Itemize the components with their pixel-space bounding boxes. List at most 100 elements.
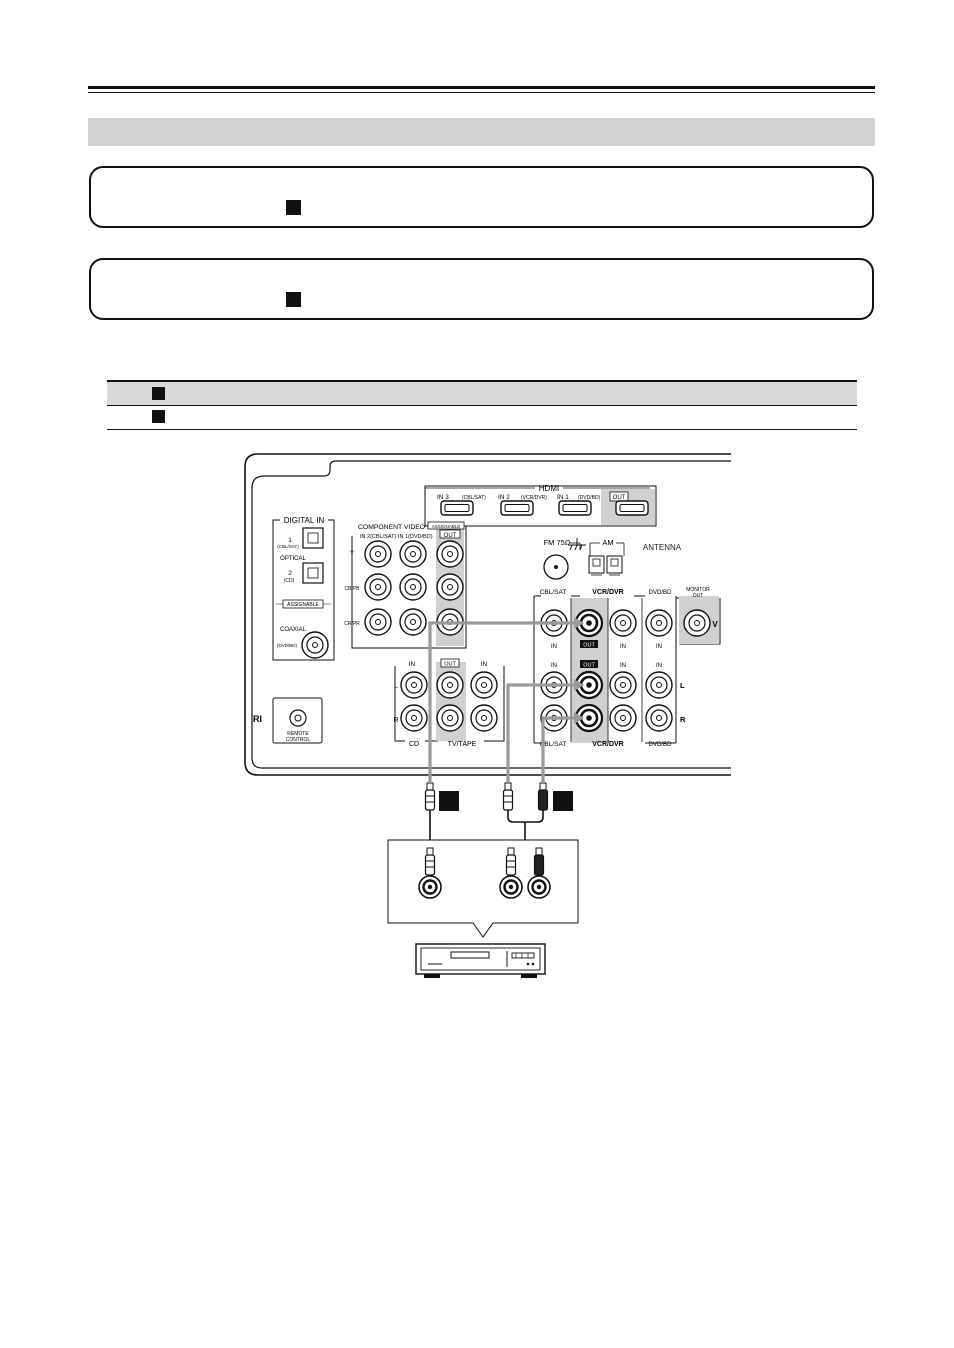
hdmi-in1-sub: (DVD/BD) (578, 495, 601, 501)
audio-out-badge: OUT (583, 663, 595, 669)
audio-r-jack-icon (645, 704, 673, 732)
av-jack-block: CBL/SAT VCR/DVR DVD/BD MONITOR OUT V IN … (533, 587, 721, 748)
digital-in-title: DIGITAL IN (284, 516, 325, 525)
remote-label: REMOTE (287, 731, 309, 737)
audio-r-label: R (680, 715, 686, 724)
video-v-label: V (712, 620, 718, 629)
video-in-label: IN (551, 644, 557, 650)
remote-control-section: RI REMOTE CONTROL (253, 697, 323, 744)
audio-in-label: IN (656, 663, 662, 669)
note-box-1 (89, 166, 874, 228)
antenna-title: ANTENNA (643, 543, 682, 552)
component-video-title: COMPONENT VIDEO (358, 524, 425, 531)
note-box-2 (89, 258, 874, 320)
table-top-rule (107, 380, 857, 382)
component-jack-icon (364, 608, 392, 636)
component-video-section: COMPONENT VIDEO ASSIGNABLE IN 2(CBL/SAT)… (344, 521, 467, 649)
header-rule-thick (88, 86, 875, 89)
component-jack-icon (364, 540, 392, 568)
video-vcr-in-jack-icon (609, 609, 637, 637)
cable-arrowheads (574, 617, 584, 724)
tape-in-label: IN (481, 661, 488, 668)
audio-r-jack-icon (609, 704, 637, 732)
digital-in-section: DIGITAL IN 1 (CBL/SAT) OPTICAL 2 (CD) AS… (272, 516, 335, 661)
component-jack-icon (399, 540, 427, 568)
component-jack-icon (399, 608, 427, 636)
coaxial-jack-icon (301, 631, 329, 659)
tv-tape-label: TV/TAPE (448, 741, 477, 748)
video-out-badge: OUT (583, 643, 595, 649)
am-antenna-label: AM (602, 538, 613, 547)
hdmi-in2-port-icon (500, 500, 534, 516)
black-square-marker-icon (553, 791, 573, 811)
device-audio-plug-icon (533, 847, 545, 876)
hdmi-in3-label: IN 3 (437, 494, 449, 501)
component-y-label: Y (350, 551, 354, 557)
audio-in-label: IN (551, 663, 557, 669)
header-rule-thin (88, 92, 875, 93)
audio-dvd-bd-label: DVD/BD (649, 742, 672, 748)
ri-label: RI (253, 714, 262, 724)
component-assignable-badge: ASSIGNABLE (432, 524, 461, 529)
video-dvd-bd-label: DVD/BD (649, 590, 672, 596)
assignable-badge: ASSIGNABLE (287, 602, 319, 608)
component-jack-icon (364, 573, 392, 601)
audio-left-r-label: R (393, 717, 398, 724)
hdmi-section: HDMI IN 3 (CBL/SAT) IN 2 (VCR/DVR) IN 1 … (424, 484, 657, 527)
receiver-back-panel (244, 453, 731, 776)
video-in-label: IN (656, 644, 662, 650)
audio-l-jack-icon (609, 671, 637, 699)
antenna-section: FM 75Ω AM ANTENNA (543, 538, 682, 580)
component-out-label: OUT (444, 533, 457, 539)
optical-1-sub: (CBL/SAT) (277, 544, 299, 549)
video-cbl-sat-label: CBL/SAT (540, 589, 567, 596)
black-square-marker-icon (286, 292, 301, 307)
cd-r-jack-icon (400, 704, 428, 732)
device-audio-jack-icon (499, 875, 523, 899)
component-cr-label: CR/PR (344, 621, 360, 627)
table-bottom-rule (107, 429, 857, 430)
hdmi-in3-sub: (CBL/SAT) (462, 495, 486, 501)
video-plug-icon (424, 782, 436, 811)
ground-icon (568, 538, 586, 551)
hdmi-in3-port-icon (440, 500, 474, 516)
tape-in-l-jack-icon (470, 671, 498, 699)
am-terminal-icon (588, 555, 605, 574)
section-heading-bar (88, 118, 875, 146)
tape-in-r-jack-icon (470, 704, 498, 732)
optical-label: OPTICAL (280, 556, 306, 562)
black-square-marker-icon (439, 791, 459, 811)
device-callout-box (387, 839, 579, 938)
control-label: CONTROL (286, 737, 311, 743)
audio-cbl-sat-label: CBL/SAT (540, 741, 567, 748)
component-in1-label: IN 1(DVD/BD) (398, 534, 433, 540)
video-in-label: IN (620, 644, 626, 650)
cd-in-label: IN (409, 661, 416, 668)
component-in2-label: IN 2(CBL/SAT) (360, 534, 396, 540)
audio-plug-right-icon (537, 782, 549, 811)
black-square-marker-icon (286, 200, 301, 215)
table-mid-rule (107, 405, 857, 406)
monitor-out-label: OUT (693, 593, 704, 599)
am-terminal-icon (606, 555, 623, 574)
hdmi-in2-label: IN 2 (498, 494, 510, 501)
hdmi-in2-sub: (VCR/DVR) (521, 495, 547, 501)
device-video-jack-icon (418, 875, 442, 899)
optical-2-number: 2 (288, 570, 292, 577)
tape-out-l-jack-icon (436, 671, 464, 699)
audio-l-label: L (680, 681, 685, 690)
video-vcr-dvr-label: VCR/DVR (592, 589, 624, 596)
component-cb-label: CB/PB (344, 586, 360, 592)
hdmi-out-port-icon (615, 500, 649, 516)
black-square-marker-icon (152, 410, 165, 423)
device-video-plug-icon (424, 847, 436, 876)
tape-out-r-jack-icon (436, 704, 464, 732)
video-dvd-in-jack-icon (645, 609, 673, 637)
audio-plug-left-icon (502, 782, 514, 811)
component-jack-icon (436, 573, 464, 601)
component-jack-icon (399, 573, 427, 601)
optical-port-icon (302, 562, 324, 584)
hdmi-in1-label: IN 1 (557, 494, 569, 501)
cd-l-jack-icon (400, 671, 428, 699)
